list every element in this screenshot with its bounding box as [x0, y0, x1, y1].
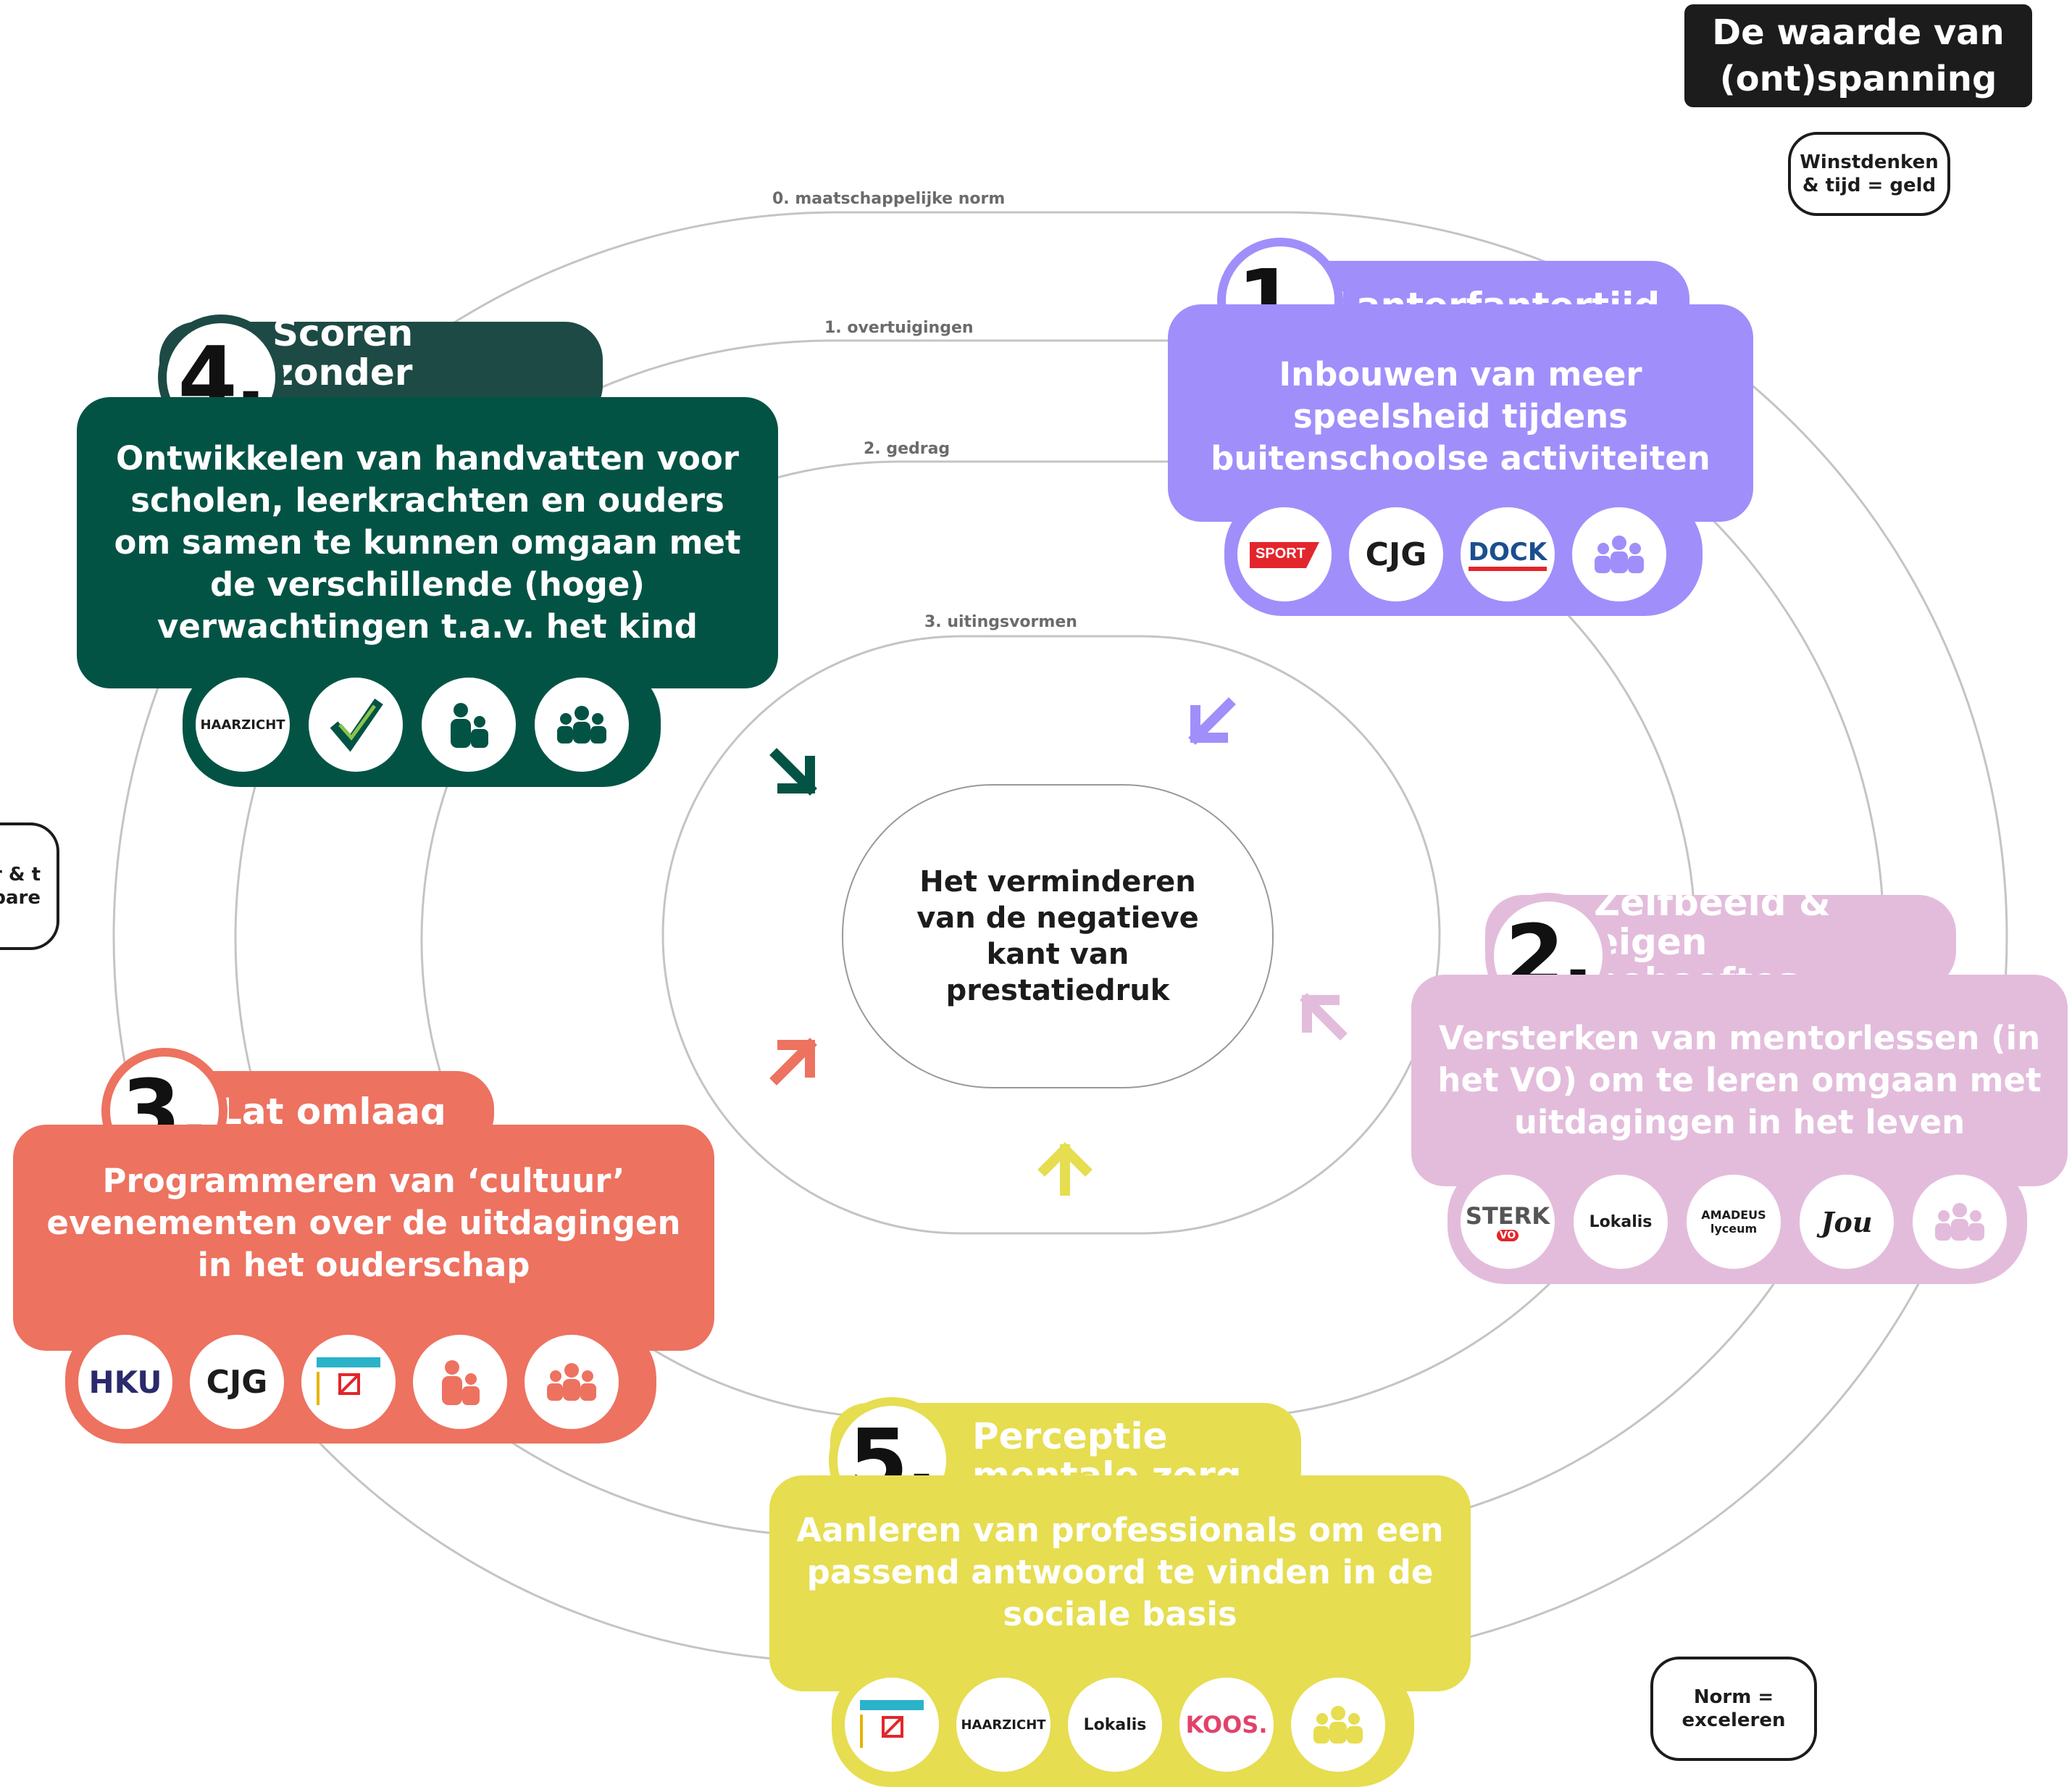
- vo-badge: VO: [1496, 1230, 1519, 1241]
- cjg-logo-text: CJG: [1365, 536, 1427, 573]
- jou-logo-text: Jou: [1821, 1205, 1873, 1238]
- sport-utrecht-logo: SPORT: [1237, 507, 1332, 601]
- theme-3-body: Programmeren van ‘cultuur’ evenementen o…: [46, 1162, 681, 1284]
- people-group-icon: [1572, 507, 1666, 601]
- pill-winstdenken: Winstdenken & tijd = geld: [1788, 132, 1950, 216]
- arrow-purple: [1188, 697, 1236, 745]
- gemeente-utrecht-logo: [845, 1678, 939, 1772]
- theme-3-logos: HKU CJG: [65, 1320, 656, 1444]
- ring-3: [661, 635, 1441, 1235]
- pill-left-partial: r & t bare: [0, 822, 59, 950]
- theme-4-body: Ontwikkelen van handvatten voor scholen,…: [114, 439, 741, 646]
- lokalis-logo: Lokalis: [1574, 1175, 1668, 1269]
- checkmark-logo: [309, 678, 403, 772]
- center-text: Het verminderen van de negatieve kant va…: [916, 865, 1199, 1007]
- gemeente-utrecht-logo: [301, 1335, 396, 1429]
- theme-2-logos: STERK VO Lokalis AMADEUS lyceum Jou: [1448, 1159, 2027, 1284]
- lokalis-logo-text: Lokalis: [1589, 1212, 1653, 1231]
- hku-logo: HKU: [78, 1335, 172, 1429]
- haarzicht-logo: HAARZICHT: [196, 678, 290, 772]
- theme-4-card: Ontwikkelen van handvatten voor scholen,…: [77, 397, 778, 688]
- theme-1-body: Inbouwen van meer speelsheid tijdens bui…: [1211, 355, 1710, 478]
- theme-2-body: Versterken van mentorlessen (in het VO) …: [1437, 1019, 2042, 1141]
- lokalis-logo-text-2: Lokalis: [1083, 1715, 1147, 1734]
- sport-logo-text: SPORT: [1256, 546, 1306, 562]
- arrow-salmon: [769, 1038, 817, 1086]
- ring-label-2: 2. gedrag: [864, 440, 951, 458]
- theme-3-card: Programmeren van ‘cultuur’ evenementen o…: [13, 1125, 714, 1351]
- haarzicht-logo-text-2: HAARZICHT: [961, 1717, 1046, 1733]
- parent-child-icon: [413, 1335, 507, 1429]
- ring-label-1: 1. overtuigingen: [824, 319, 974, 337]
- haarzicht-logo-text: HAARZICHT: [200, 717, 285, 733]
- koos-logo: KOOS.: [1179, 1678, 1274, 1772]
- koos-logo-text: KOOS.: [1185, 1711, 1268, 1738]
- theme-1-card: Inbouwen van meer speelsheid tijdens bui…: [1168, 304, 1753, 522]
- jou-logo: Jou: [1800, 1175, 1894, 1269]
- center-goal: Het verminderen van de negatieve kant va…: [842, 784, 1274, 1088]
- theme-5-body: Aanleren van professionals om een passen…: [796, 1511, 1444, 1633]
- arrow-yellow: [1037, 1142, 1093, 1196]
- lyceum-logo-text: lyceum: [1710, 1222, 1758, 1236]
- cjg-logo: CJG: [190, 1335, 284, 1429]
- theme-5-logos: HAARZICHT Lokalis KOOS.: [832, 1662, 1414, 1787]
- cjg-logo-text-2: CJG: [206, 1363, 268, 1401]
- cjg-logo: CJG: [1349, 507, 1443, 601]
- amadeus-logo: AMADEUS lyceum: [1687, 1175, 1781, 1269]
- page-title: De waarde van (ont)spanning: [1684, 4, 2032, 107]
- theme-2-card: Versterken van mentorlessen (in het VO) …: [1411, 975, 2068, 1186]
- arrow-pink: [1300, 993, 1348, 1041]
- lokalis-logo: Lokalis: [1068, 1678, 1162, 1772]
- hku-logo-text: HKU: [88, 1364, 162, 1400]
- ring-label-0: 0. maatschappelijke norm: [772, 190, 1006, 208]
- sterk-logo-text: STERK: [1465, 1202, 1550, 1230]
- people-group-icon: [1291, 1678, 1385, 1772]
- haarzicht-logo: HAARZICHT: [956, 1678, 1050, 1772]
- theme-4-logos: HAARZICHT: [183, 662, 661, 787]
- sterk-vo-logo: STERK VO: [1461, 1175, 1555, 1269]
- dock-logo-text: DOCK: [1468, 538, 1547, 571]
- parent-child-icon: [422, 678, 516, 772]
- pill-norm: Norm = exceleren: [1650, 1657, 1817, 1761]
- theme-5-card: Aanleren van professionals om een passen…: [769, 1475, 1471, 1691]
- ring-label-3: 3. uitingsvormen: [924, 613, 1077, 631]
- people-group-icon: [535, 678, 629, 772]
- arrow-green: [769, 748, 817, 796]
- people-group-icon: [1913, 1175, 2007, 1269]
- theme-1-logos: SPORT CJG DOCK: [1224, 493, 1703, 616]
- amadeus-logo-text: AMADEUS: [1701, 1208, 1766, 1222]
- people-group-icon: [525, 1335, 619, 1429]
- dock-logo: DOCK: [1461, 507, 1555, 601]
